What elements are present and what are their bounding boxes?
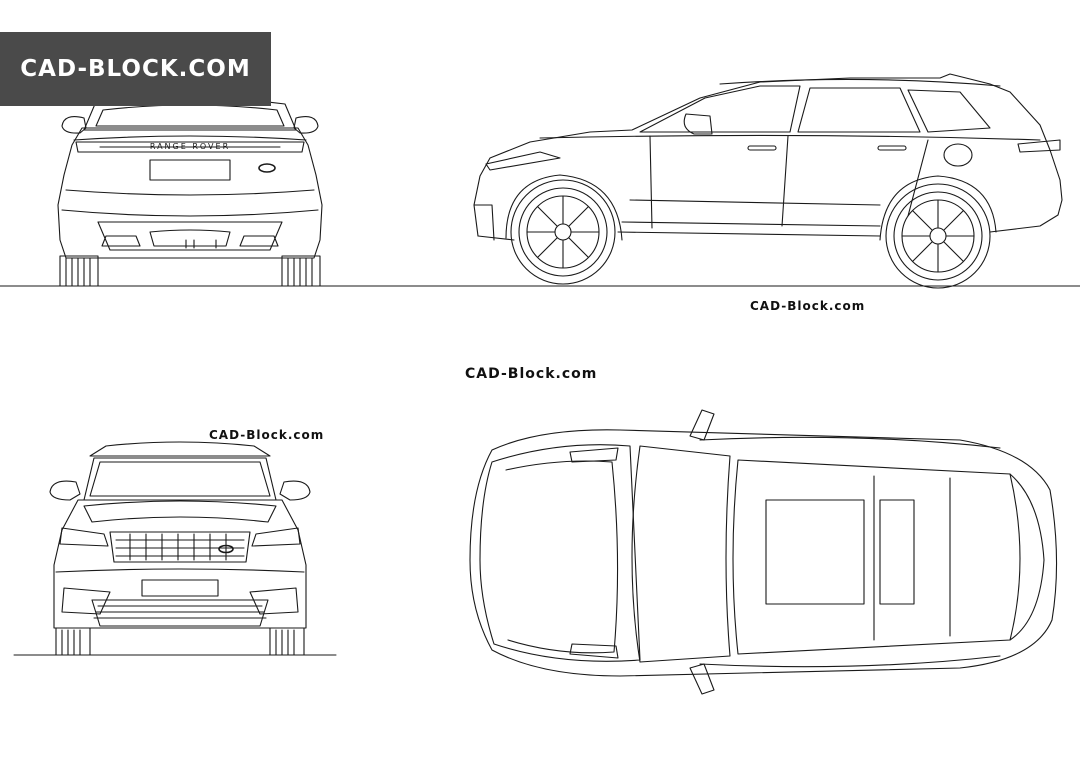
- watermark-front: CAD-Block.com: [209, 428, 325, 442]
- front-view: [49, 441, 311, 656]
- watermark-side: CAD-Block.com: [750, 299, 866, 313]
- brand-banner: CAD-BLOCK.COM: [0, 32, 271, 106]
- rear-badge-text: RANGE ROVER: [150, 142, 230, 151]
- top-view: [469, 409, 1058, 695]
- rear-view: RANGE ROVER: [57, 97, 323, 287]
- side-view: [473, 73, 1063, 289]
- watermark-center: CAD-Block.com: [465, 366, 598, 382]
- brand-label: CAD-BLOCK.COM: [20, 56, 251, 82]
